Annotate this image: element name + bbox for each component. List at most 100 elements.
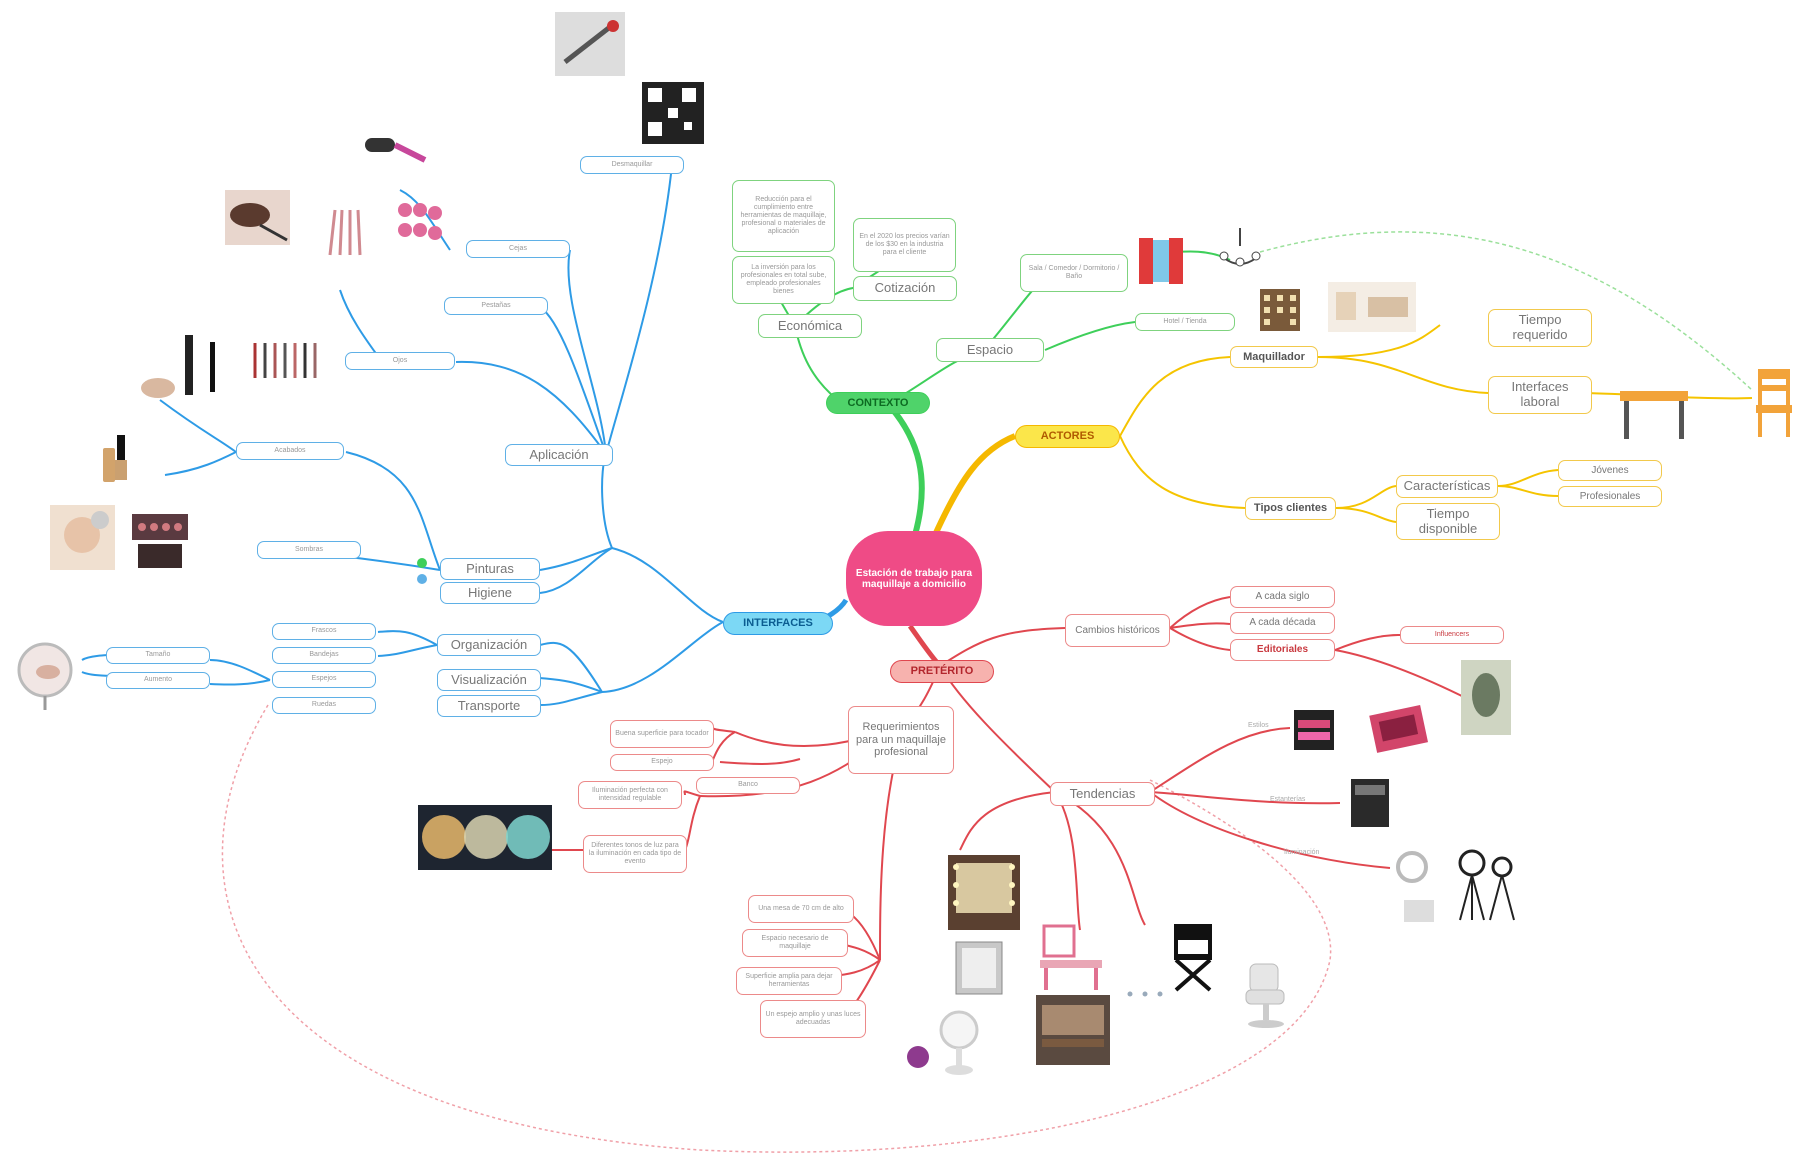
node-pestanas[interactable]: Pestañas — [444, 297, 548, 315]
palette-icon — [132, 514, 188, 568]
foundation-bottle-photo — [95, 430, 135, 485]
node-jovenes[interactable]: Jóvenes — [1558, 460, 1662, 481]
collapse-toggle[interactable] — [417, 558, 427, 568]
pencils-photo — [250, 338, 320, 383]
note-cotizacion[interactable]: En el 2020 los precios varían de los $30… — [853, 218, 956, 272]
node-cejas[interactable]: Cejas — [466, 240, 570, 258]
curler-pink-photo — [360, 130, 430, 170]
table-icon — [1620, 391, 1688, 439]
branch-actores[interactable]: ACTORES — [1015, 425, 1120, 448]
node-espejos[interactable]: Espejos — [272, 671, 376, 688]
director-chair-photo — [1168, 920, 1218, 992]
mirror-icon — [17, 642, 73, 710]
qr-pattern-photo — [642, 82, 704, 144]
collapse-toggle[interactable] — [417, 574, 427, 584]
ring-lights-photo — [1390, 845, 1515, 925]
lighting-swatches-photo — [418, 805, 552, 870]
lighting-swatches-icon — [418, 805, 552, 870]
node-interfaces-laboral[interactable]: Interfaces laboral — [1488, 376, 1592, 414]
node-sombras[interactable]: Sombras — [257, 541, 361, 559]
node-ruedas[interactable]: Ruedas — [272, 697, 376, 714]
node-banco[interactable]: Banco — [696, 777, 800, 794]
building-photo — [1258, 285, 1302, 333]
chair-photo — [1752, 367, 1796, 439]
edge-label-estilos: Estilos — [1248, 722, 1269, 729]
node-acabados[interactable]: Acabados — [236, 442, 344, 460]
ring-light-icon — [1396, 849, 1515, 922]
branch-interfaces[interactable]: INTERFACES — [723, 612, 833, 635]
chandelier-icon — [1219, 228, 1261, 267]
node-aplicacion[interactable]: Aplicación — [505, 444, 613, 466]
node-economica[interactable]: Económica — [758, 314, 862, 338]
node-siglo[interactable]: A cada siglo — [1230, 586, 1335, 608]
node-maquillador[interactable]: Maquillador — [1230, 346, 1318, 368]
node-diferentes-tonos[interactable]: Diferentes tonos de luz para la iluminac… — [583, 835, 687, 873]
node-transporte[interactable]: Transporte — [437, 695, 541, 717]
node-frascos[interactable]: Frascos — [272, 623, 376, 640]
node-higiene[interactable]: Higiene — [440, 582, 540, 604]
branch-contexto[interactable]: CONTEXTO — [826, 392, 930, 414]
node-req-espacio[interactable]: Espacio necesario de maquillaje — [742, 929, 848, 957]
edge-label-iluminacion: Iluminación — [1284, 849, 1320, 856]
node-cotizacion[interactable]: Cotización — [853, 276, 957, 301]
vintage-magazine-photo — [1461, 660, 1511, 735]
makeup-brush-icon — [328, 203, 442, 256]
makeup-case-icon — [1294, 710, 1334, 750]
salon-chair-photo — [1240, 960, 1295, 1030]
node-buena-superficie[interactable]: Buena superficie para tocador — [610, 720, 714, 748]
node-tiempo-disponible[interactable]: Tiempo disponible — [1396, 503, 1500, 540]
central-topic[interactable]: Estación de trabajo para maquillaje a do… — [846, 531, 982, 626]
node-req-superficie[interactable]: Superficie amplia para dejar herramienta… — [736, 967, 842, 995]
magnifying-mirror-photo — [10, 640, 75, 712]
salon-room-photo — [1328, 282, 1416, 332]
window-curtains-photo — [1137, 236, 1185, 286]
director-chair-icon — [1174, 924, 1212, 992]
node-influencers[interactable]: Influencers — [1400, 626, 1504, 644]
makeup-brushes-photo — [320, 185, 450, 265]
round-mirror-photo — [938, 1008, 980, 1078]
node-bandejas[interactable]: Bandejas — [272, 647, 376, 664]
node-organizacion[interactable]: Organización — [437, 634, 541, 656]
makeup-case-photo — [1290, 700, 1338, 756]
window-icon — [1139, 238, 1183, 284]
node-aumento[interactable]: Aumento — [106, 672, 210, 689]
node-espacio[interactable]: Espacio — [936, 338, 1044, 362]
node-profesionales[interactable]: Profesionales — [1558, 486, 1662, 507]
node-espejo[interactable]: Espejo — [610, 754, 714, 771]
node-tiempo-requerido[interactable]: Tiempo requerido — [1488, 309, 1592, 347]
note-economica-1[interactable]: Reducción para el cumplimiento entre her… — [732, 180, 835, 252]
salon-chair-icon — [1245, 963, 1285, 1028]
more-indicator[interactable] — [1120, 985, 1170, 997]
node-pinturas[interactable]: Pinturas — [440, 558, 540, 580]
pink-vanity-photo — [1036, 920, 1106, 992]
branch-preterito[interactable]: PRETÉRITO — [890, 660, 994, 683]
node-requerimientos[interactable]: Requerimientos para un maquillaje profes… — [848, 706, 954, 774]
node-decada[interactable]: A cada década — [1230, 612, 1335, 634]
node-cambios-historicos[interactable]: Cambios históricos — [1065, 614, 1170, 647]
node-desmaquillar[interactable]: Desmaquillar — [580, 156, 684, 174]
face-makeup-photo — [50, 505, 115, 570]
eyelash-curler-photo — [555, 12, 625, 76]
vanity-mirror-photo — [948, 855, 1020, 930]
chandelier-photo — [1218, 228, 1262, 280]
node-tipos-clientes[interactable]: Tipos clientes — [1245, 497, 1336, 520]
node-req-mesa[interactable]: Una mesa de 70 cm de alto — [748, 895, 854, 923]
eyebrow-photo — [225, 190, 290, 245]
node-caracteristicas[interactable]: Características — [1396, 475, 1498, 498]
node-req-espejo[interactable]: Un espejo amplio y unas luces adecuadas — [760, 1000, 866, 1038]
table-photo — [1618, 385, 1690, 441]
building-icon — [1260, 289, 1300, 331]
node-hoteles[interactable]: Hotel / Tienda — [1135, 313, 1235, 331]
node-tendencias[interactable]: Tendencias — [1050, 782, 1155, 806]
chair-icon — [1756, 369, 1792, 437]
node-visualizacion[interactable]: Visualización — [437, 669, 541, 691]
led-mirror-photo — [954, 940, 1004, 996]
node-iluminacion[interactable]: Iluminación perfecta con intensidad regu… — [578, 781, 682, 809]
node-salas[interactable]: Sala / Comedor / Dormitorio / Baño — [1020, 254, 1128, 292]
node-editoriales[interactable]: Editoriales — [1230, 639, 1335, 661]
eyeliner-photo — [140, 330, 230, 400]
note-economica-2[interactable]: La inversión para los profesionales en t… — [732, 256, 835, 304]
eyelash-curler-icon — [555, 12, 625, 76]
node-tamano[interactable]: Tamaño — [106, 647, 210, 664]
node-ojos[interactable]: Ojos — [345, 352, 455, 370]
